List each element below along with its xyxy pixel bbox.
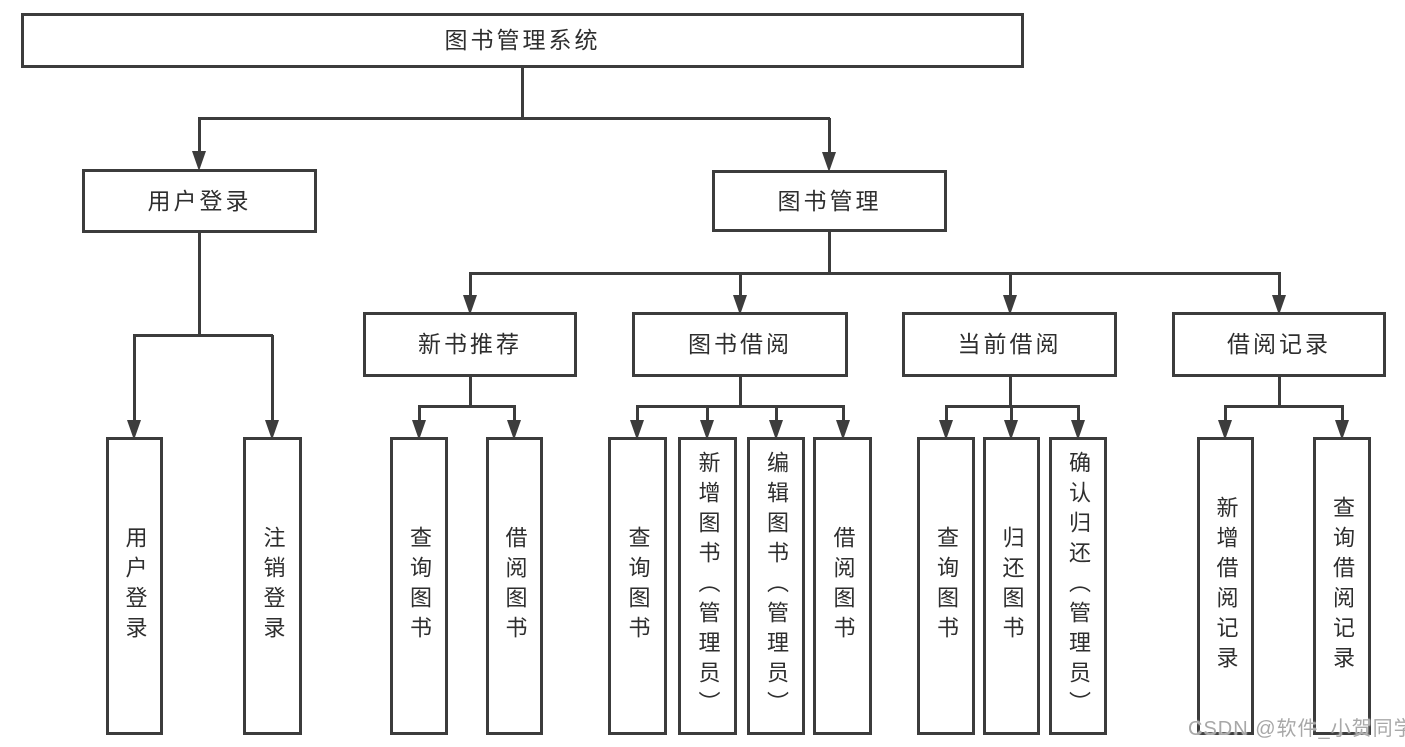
leaf-bb-query-book: 查询图书 [608,437,667,735]
watermark-text: CSDN @软件_小贺同学 [1188,718,1405,740]
leaf-br-query-record-label: 查询借阅记录 [1330,496,1355,676]
connector-arrow-stem [1010,406,1013,424]
arrow-down-icon [127,420,141,440]
node-new-book-recommendation-label: 新书推荐 [418,331,522,357]
arrow-down-icon [1004,420,1018,440]
connector-arrow-stem [198,118,201,155]
arrow-down-icon [463,295,477,315]
connector-vline [1009,375,1012,408]
connector-arrow-stem [1341,406,1344,424]
connector-hline [469,272,1281,275]
node-book-management: 图书管理 [712,170,947,232]
arrow-down-icon [507,420,521,440]
leaf-nb-borrow-book: 借阅图书 [486,437,543,735]
leaf-cb-confirm-return-label: 确认归还（管理员） [1066,451,1091,721]
arrow-down-icon [1272,295,1286,315]
node-root: 图书管理系统 [21,13,1024,68]
connector-vline [1278,375,1281,408]
leaf-br-add-record: 新增借阅记录 [1197,437,1254,735]
arrow-down-icon [192,151,206,171]
leaf-bb-edit-book-label: 编辑图书（管理员） [764,451,789,721]
leaf-br-add-record-label: 新增借阅记录 [1213,496,1239,676]
connector-arrow-stem [271,335,274,424]
leaf-nb-query-book-label: 查询图书 [407,526,432,646]
arrow-down-icon [1335,420,1349,440]
connector-arrow-stem [513,406,516,424]
leaf-nb-query-book: 查询图书 [390,437,448,735]
node-book-management-label: 图书管理 [777,187,882,214]
node-user-login: 用户登录 [82,169,317,233]
arrow-down-icon [1071,420,1085,440]
arrow-down-icon [265,420,279,440]
leaf-bb-add-book: 新增图书（管理员） [678,437,737,735]
connector-arrow-stem [828,118,831,156]
arrow-down-icon [630,420,644,440]
leaf-bb-add-book-label: 新增图书（管理员） [695,451,721,721]
node-book-borrowing: 图书借阅 [632,312,848,377]
node-book-borrowing-label: 图书借阅 [688,331,792,357]
leaf-logout-label: 注销登录 [260,526,286,646]
arrow-down-icon [733,295,747,315]
connector-arrow-stem [1077,406,1080,424]
connector-vline [828,230,831,275]
connector-arrow-stem [636,406,639,424]
connector-arrow-stem [706,406,709,424]
leaf-nb-borrow-book-label: 借阅图书 [502,526,528,646]
arrow-down-icon [700,420,714,440]
leaf-cb-return-book-label: 归还图书 [999,526,1025,646]
node-user-login-label: 用户登录 [147,187,252,214]
connector-hline [198,117,830,120]
leaf-user-login: 用户登录 [106,437,163,735]
connector-hline [418,405,516,408]
leaf-logout: 注销登录 [243,437,302,735]
node-borrowing-records-label: 借阅记录 [1227,331,1331,357]
leaf-cb-return-book: 归还图书 [983,437,1040,735]
connector-arrow-stem [133,335,136,424]
node-new-book-recommendation: 新书推荐 [363,312,577,377]
leaf-user-login-label: 用户登录 [122,526,148,646]
connector-arrow-stem [1009,273,1012,299]
leaf-cb-confirm-return: 确认归还（管理员） [1049,437,1107,735]
arrow-down-icon [1218,420,1232,440]
node-current-borrowing-label: 当前借阅 [957,331,1062,357]
arrow-down-icon [822,152,836,172]
leaf-br-query-record: 查询借阅记录 [1313,437,1371,735]
node-current-borrowing: 当前借阅 [902,312,1117,377]
connector-vline [469,375,472,408]
arrow-down-icon [1003,295,1017,315]
connector-arrow-stem [1224,406,1227,424]
connector-hline [1224,405,1344,408]
leaf-bb-query-book-label: 查询图书 [625,526,651,646]
leaf-bb-borrow-book: 借阅图书 [813,437,872,735]
node-root-label: 图书管理系统 [444,27,601,53]
connector-hline [636,405,845,408]
connector-vline [198,231,201,337]
connector-hline [133,334,273,337]
arrow-down-icon [836,420,850,440]
leaf-bb-borrow-book-label: 借阅图书 [830,526,856,646]
connector-arrow-stem [469,273,472,299]
arrow-down-icon [939,420,953,440]
leaf-bb-edit-book: 编辑图书（管理员） [747,437,805,735]
connector-arrow-stem [775,406,778,424]
leaf-cb-query-book-label: 查询图书 [934,526,959,646]
arrow-down-icon [769,420,783,440]
connector-arrow-stem [1278,273,1281,299]
connector-vline [739,375,742,408]
node-borrowing-records: 借阅记录 [1172,312,1386,377]
connector-arrow-stem [945,406,948,424]
leaf-cb-query-book: 查询图书 [917,437,975,735]
connector-vline [521,66,524,120]
connector-arrow-stem [739,273,742,299]
connector-arrow-stem [418,406,421,424]
arrow-down-icon [412,420,426,440]
connector-arrow-stem [842,406,845,424]
